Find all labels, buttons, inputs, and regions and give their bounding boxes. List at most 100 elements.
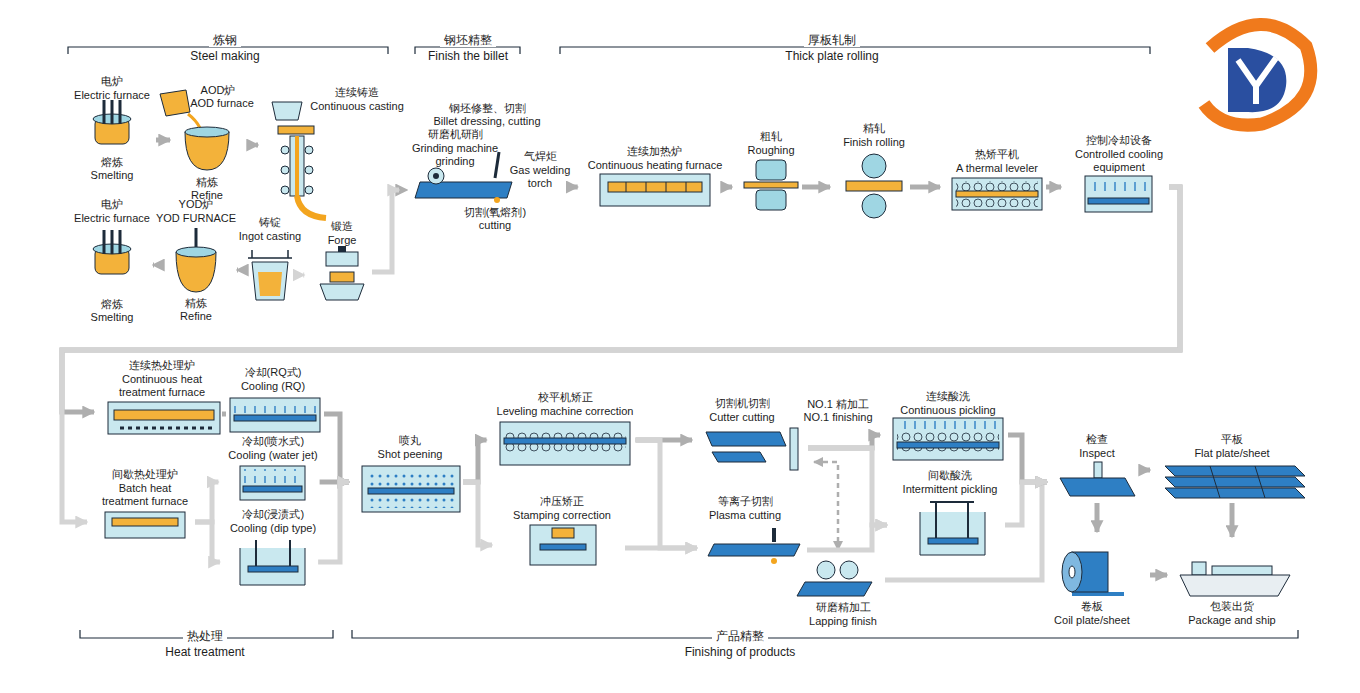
water-jet-cooling-icon <box>240 466 305 500</box>
process-step: 包装出货Package and ship <box>1175 545 1290 630</box>
heating-furnace-icon-part <box>600 174 710 206</box>
rq-cooling-icon <box>230 398 320 432</box>
process-step: 卷板Coil plate/sheet <box>1050 540 1150 628</box>
thermal-leveler-icon-part <box>956 191 1038 197</box>
process-step: 切割机切割Cutter cutting <box>700 395 808 475</box>
continuous-caster-icon <box>272 102 326 218</box>
coil-icon-part <box>1062 552 1082 592</box>
step-label: 精轧 <box>863 122 885 135</box>
process-step: 冷却(喷水式)Cooling (water jet) <box>226 433 319 503</box>
process-step: 铸锭Ingot casting <box>237 214 303 304</box>
heating-furnace-icon-part <box>608 182 702 192</box>
flat-plate-stack-icon-part <box>1165 477 1305 487</box>
section-label: Steel making <box>186 49 263 63</box>
cutter-icon <box>706 428 798 470</box>
step-label: 研磨机研削 <box>428 128 483 141</box>
pickling-tank-icon-part <box>930 502 974 540</box>
step-label: 控制冷却设备 <box>1086 134 1152 147</box>
pickling-tank-icon-part <box>920 512 985 555</box>
continuous-caster-icon-part <box>290 136 304 196</box>
step-label: Coil plate/sheet <box>1054 614 1130 627</box>
flow-arrow <box>156 138 170 143</box>
ingot-mould-icon-part <box>252 262 288 300</box>
flow-arrow <box>1150 573 1167 578</box>
flow-arrow <box>463 440 487 482</box>
flat-plate-stack-icon <box>1165 466 1305 498</box>
plasma-cutter-icon-part <box>772 528 776 542</box>
stamping-press-icon-part <box>552 528 574 538</box>
roughing-mill-icon-part <box>756 160 786 180</box>
forge-press-icon-part <box>326 252 358 266</box>
step-label: 等离子切割 <box>718 495 773 508</box>
flat-plate-stack-icon-part <box>1165 488 1305 498</box>
step-label: 热矫平机 <box>975 148 1019 161</box>
coil-icon-part <box>1069 566 1075 578</box>
process-step: 冷却(浸渍式)Cooling (dip type) <box>228 506 318 590</box>
section-label: Heat treatment <box>161 645 248 659</box>
process-step: 连续铸造Continuous casting <box>266 84 407 224</box>
process-step: 冲压矫正Stamping correction <box>500 493 625 567</box>
step-label: Continuous pickling <box>900 404 995 417</box>
leveling-machine-icon-part <box>504 438 626 444</box>
billet-finishing-icon-part <box>415 182 512 198</box>
flow-arrow <box>1230 503 1235 537</box>
step-label: Electric furnace <box>74 212 150 225</box>
step-label: 冷却(浸渍式) <box>242 508 304 521</box>
step-note: NO.1 精加工 <box>805 398 871 411</box>
finish-mill-icon-part <box>862 194 886 218</box>
step-label: Flat plate/sheet <box>1194 447 1269 460</box>
roughing-mill-icon <box>744 160 798 210</box>
ingot-mould-icon-part <box>248 250 292 258</box>
rq-cooling-icon-part <box>234 401 316 413</box>
cutter-icon-part <box>790 428 798 470</box>
flow-arrow <box>807 525 887 550</box>
smelting-furnace-icon <box>93 230 131 274</box>
water-jet-cooling-icon-part <box>243 486 302 492</box>
company-logo-part <box>1253 86 1259 104</box>
continuous-caster-icon-part <box>272 102 302 120</box>
shot-peening-icon-part <box>368 496 454 508</box>
step-label: Billet dressing, cutting <box>434 115 541 128</box>
aod-furnace-icon-part <box>160 90 190 116</box>
step-label: 铸锭 <box>259 216 281 229</box>
process-step: 连续加热炉Continuous heating furnace <box>586 142 725 208</box>
flow-arrow <box>625 546 697 551</box>
step-label: Refine <box>180 310 212 323</box>
shot-peening-icon-part <box>368 488 454 494</box>
finish-mill-icon-part <box>846 181 902 191</box>
flow-arrow <box>814 462 838 550</box>
step-label: 切割(氧熔剂) <box>464 206 526 219</box>
section-label: 产品精整 <box>712 629 768 643</box>
shot-peening-icon-part <box>368 470 454 486</box>
process-step: 间歇热处理炉Batch heat treatment furnace <box>95 466 195 540</box>
leveling-machine-icon-part <box>500 422 630 465</box>
thermal-leveler-icon <box>952 178 1042 210</box>
aod-furnace-icon-part <box>185 132 229 170</box>
plasma-cutter-icon-part <box>771 558 777 564</box>
continuous-caster-icon-part <box>281 186 289 194</box>
step-label: 粗轧 <box>760 130 782 143</box>
flow-arrow <box>324 414 349 482</box>
thermal-leveler-icon-part <box>956 181 1038 207</box>
step-label: Cutter cutting <box>709 411 774 424</box>
section-label: 厚板轧制 <box>804 33 860 47</box>
step-label: Cooling (RQ) <box>241 380 305 393</box>
finish-mill-icon <box>846 154 902 218</box>
process-step: 粗轧Roughing <box>740 128 802 216</box>
billet-finishing-icon-part <box>495 152 499 178</box>
yod-furnace-icon-part <box>176 247 216 257</box>
flow-arrow <box>222 412 226 417</box>
continuous-pickling-icon <box>893 418 1003 460</box>
dip-cooling-icon <box>240 540 305 585</box>
pickling-tank-icon <box>920 502 985 555</box>
water-jet-cooling-icon-part <box>240 466 305 500</box>
flow-arrow <box>195 482 218 522</box>
process-step: 喷丸Shot peening <box>357 432 463 518</box>
step-label: Electric furnace <box>74 89 150 102</box>
dip-cooling-icon-part <box>248 566 298 572</box>
flat-plate-stack-icon-part <box>1210 466 1265 498</box>
heating-furnace-icon-part <box>626 182 686 192</box>
step-label: 精炼 <box>185 297 207 310</box>
flow-arrow <box>256 143 258 148</box>
step-label: YOD FURNACE <box>156 212 236 225</box>
